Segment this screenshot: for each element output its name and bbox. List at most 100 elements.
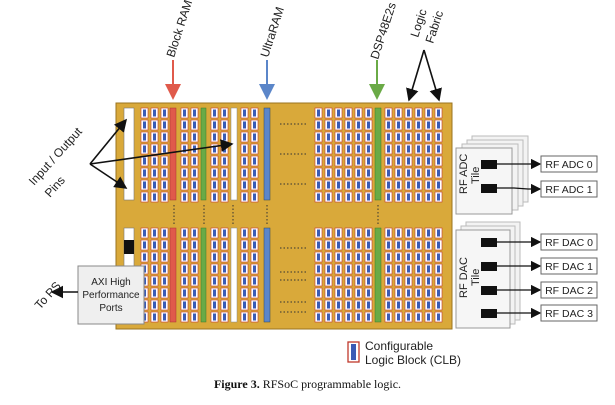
clb-core [317, 109, 320, 117]
clb-core [327, 289, 330, 297]
io-column [230, 107, 238, 201]
clb-core [437, 181, 440, 189]
clb-core [397, 253, 400, 261]
clb-core [153, 145, 156, 153]
clb-core [337, 253, 340, 261]
clb-core [213, 157, 216, 165]
clb-core [337, 265, 340, 273]
clb-core [213, 313, 216, 321]
rf-dac-tile [455, 221, 521, 329]
rf-dac-2-label: RF DAC 2 [545, 285, 593, 297]
clb-core [427, 145, 430, 153]
clb-core [387, 313, 390, 321]
clb-core [183, 133, 186, 141]
clb-core [357, 109, 360, 117]
clb-core [387, 133, 390, 141]
io-pins-arrows [89, 118, 234, 189]
clb-core [193, 181, 196, 189]
clb-core [153, 109, 156, 117]
clb-core [327, 229, 330, 237]
clb-core [153, 181, 156, 189]
clb-core [337, 181, 340, 189]
clb-core [437, 229, 440, 237]
clb-core [387, 145, 390, 153]
clb-core [153, 241, 156, 249]
clb-core [243, 241, 246, 249]
clb-core [143, 133, 146, 141]
clb-core [153, 253, 156, 261]
clb-core [397, 157, 400, 165]
dsp-label: DSP48E2s [368, 1, 399, 61]
clb-core [317, 277, 320, 285]
clb-core [223, 157, 226, 165]
clb-core [213, 193, 216, 201]
clb-core [223, 313, 226, 321]
clb-core [387, 181, 390, 189]
clb-core [407, 241, 410, 249]
clb-core [367, 169, 370, 177]
clb-core [223, 109, 226, 117]
clb-core [347, 109, 350, 117]
clb-core [183, 193, 186, 201]
clb-core [183, 157, 186, 165]
clb-core [143, 193, 146, 201]
clb-core [397, 193, 400, 201]
clb-core [143, 145, 146, 153]
clb-core [337, 145, 340, 153]
clb-core [327, 301, 330, 309]
clb-core [407, 193, 410, 201]
clb-core [163, 133, 166, 141]
clb-core [193, 277, 196, 285]
clb-core [223, 229, 226, 237]
clb-core [213, 277, 216, 285]
clb-core [387, 277, 390, 285]
dsp-column [200, 107, 207, 201]
clb-core [397, 265, 400, 273]
clb-core [407, 229, 410, 237]
clb-core [243, 229, 246, 237]
clb-core [223, 169, 226, 177]
clb-core [337, 229, 340, 237]
clb-core [143, 253, 146, 261]
clb-core [183, 289, 186, 297]
rf-dac-2-box [540, 281, 598, 299]
clb-core [193, 265, 196, 273]
clb-core [327, 241, 330, 249]
caption-text: RFSoC programmable logic. [262, 377, 402, 391]
clb-core [337, 169, 340, 177]
clb-core [417, 301, 420, 309]
clb-core [347, 133, 350, 141]
clb-core [253, 157, 256, 165]
clb-core [357, 229, 360, 237]
clb-core [213, 145, 216, 153]
clb-core [163, 121, 166, 129]
clb-core [417, 277, 420, 285]
clb-core [317, 169, 320, 177]
clb-core [243, 157, 246, 165]
clb-core [223, 277, 226, 285]
clb-core [427, 133, 430, 141]
clb-legend-line2: Logic Block (CLB) [365, 353, 461, 367]
clb-core [223, 145, 226, 153]
clb-core [243, 313, 246, 321]
clb-core [407, 289, 410, 297]
clb-core [153, 277, 156, 285]
clb-core [327, 157, 330, 165]
clb-core [437, 265, 440, 273]
clb-core [427, 313, 430, 321]
clb-core [367, 313, 370, 321]
figure-caption: Figure 3. RFSoC programmable logic. [0, 377, 615, 392]
logic-fabric-arrows [406, 49, 442, 102]
clb-core [153, 301, 156, 309]
clb-core [183, 121, 186, 129]
clb-core [153, 157, 156, 165]
clb-core [417, 133, 420, 141]
clb-core [223, 121, 226, 129]
clb-core [253, 265, 256, 273]
clb-core [183, 313, 186, 321]
clb-core [387, 109, 390, 117]
io-column [230, 227, 238, 323]
clb-core [387, 265, 390, 273]
clb-core [193, 169, 196, 177]
clb-core [253, 241, 256, 249]
